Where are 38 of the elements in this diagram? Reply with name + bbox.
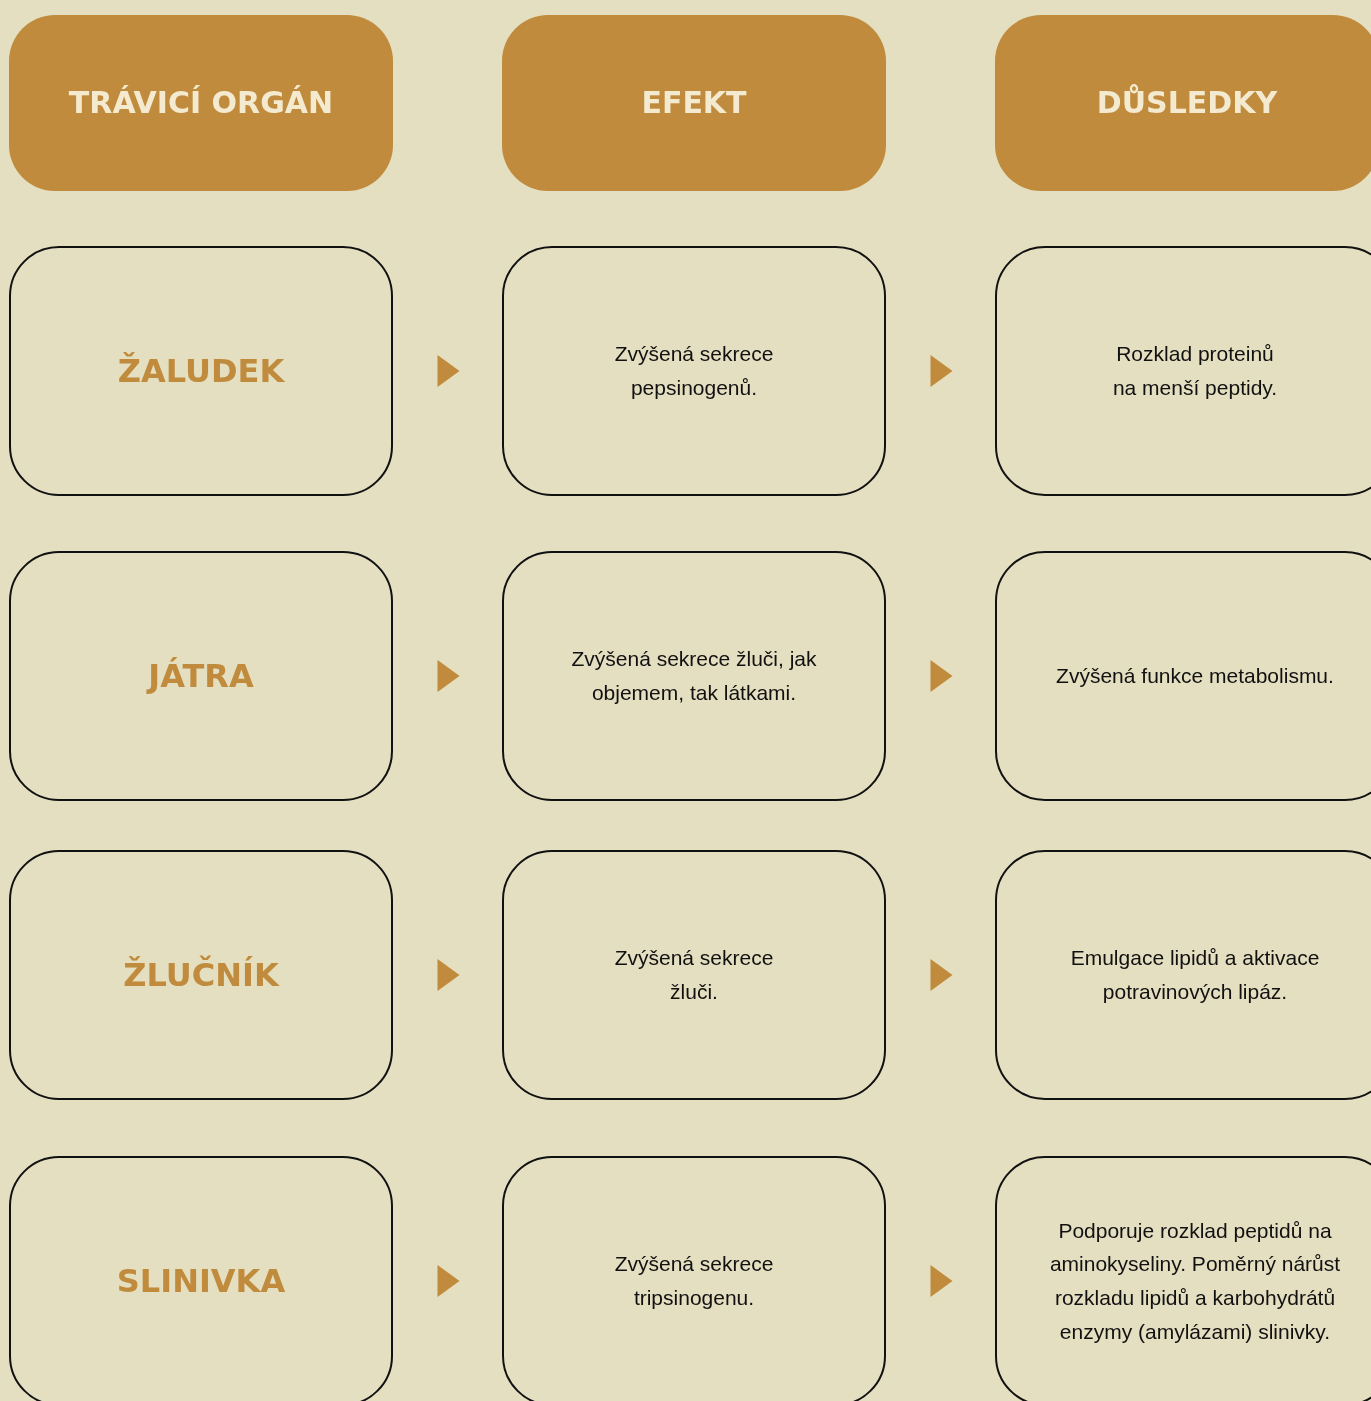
organ-box [9,1156,393,1401]
info-box [502,246,886,496]
info-box [502,551,886,801]
info-box [502,1156,886,1401]
organ-name: ŽALUDEK [117,351,285,391]
info-box [995,246,1371,496]
column-header [502,15,886,191]
description-text: Emulgace lipidů a aktivace potravinových lipáz. [1069,945,1321,1005]
organ-name: SLINIVKA [116,1261,286,1301]
arrow [437,959,460,991]
description-text: Rozklad proteinů na menší peptidy. [1111,341,1279,401]
description-text: Zvýšená sekrece žluči. [613,945,775,1005]
info-box [995,1156,1371,1401]
arrow [437,660,460,692]
description-text: Zvýšená sekrece žluči, jak objemem, tak látkami. [570,646,818,706]
header-text: DŮSLEDKY [1096,85,1278,121]
info-box [995,551,1371,801]
organ-name: JÁTRA [148,656,254,696]
organ-box [9,246,393,496]
header-text: EFEKT [641,85,747,121]
arrow [930,355,953,387]
info-box [502,850,886,1100]
info-box [995,850,1371,1100]
arrow [930,1265,953,1297]
description-text: Zvýšená sekrece pepsinogenů. [613,341,775,401]
header-text: TRÁVICÍ ORGÁN [68,85,334,121]
organ-box [9,850,393,1100]
arrow [437,355,460,387]
column-header [995,15,1371,191]
description-text: Zvýšená sekrece tripsinogenu. [613,1251,775,1311]
arrow [930,959,953,991]
arrow [930,660,953,692]
column-header [9,15,393,191]
arrow [437,1265,460,1297]
description-text: Podporuje rozklad peptidů na aminokyseliny. Poměrný nárůst rozkladu lipidů a karbohydrátů enzymy (amylázami) slinivky. [1048,1217,1342,1345]
description-text: Zvýšená funkce metabolismu. [1056,663,1334,690]
organ-box [9,551,393,801]
organ-name: ŽLUČNÍK [123,955,279,995]
